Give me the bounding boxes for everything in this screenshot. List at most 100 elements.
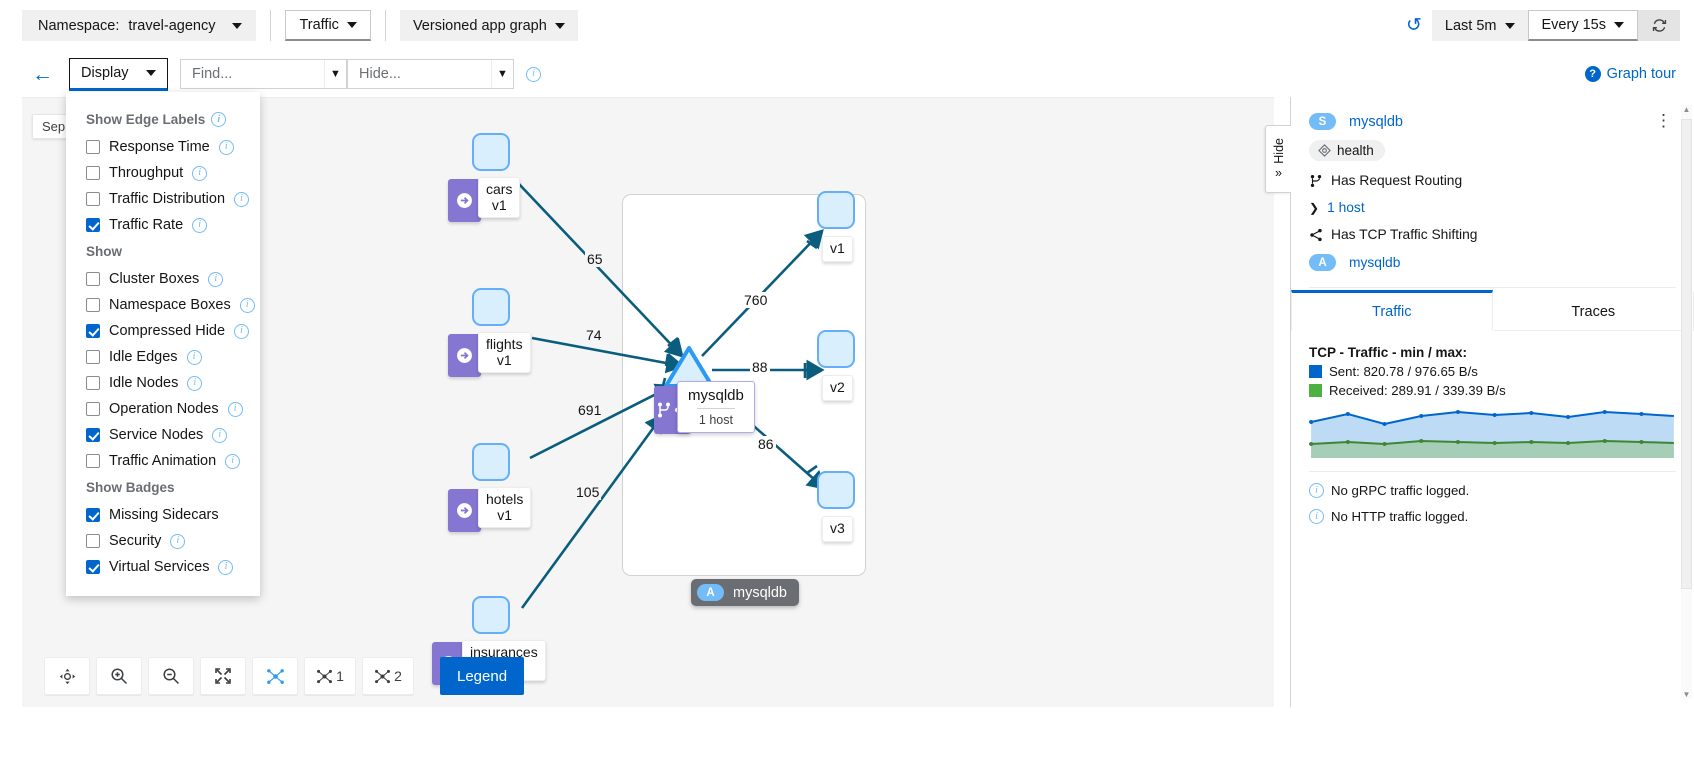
node-box-cars[interactable]: [472, 133, 510, 171]
menu-item-service-nodes[interactable]: Service Nodes i: [66, 422, 260, 448]
graph-layout-default-icon[interactable]: [252, 657, 298, 695]
menu-item-idle-nodes[interactable]: Idle Nodes i: [66, 370, 260, 396]
back-arrow-icon[interactable]: ←: [32, 62, 53, 86]
tab-traces[interactable]: Traces: [1492, 290, 1694, 331]
info-icon[interactable]: i: [186, 349, 202, 365]
info-icon[interactable]: i: [218, 559, 234, 575]
node-label-v2[interactable]: v2: [822, 375, 853, 401]
kebab-menu-icon[interactable]: ⋮: [1655, 111, 1672, 130]
checkbox[interactable]: [86, 350, 100, 364]
info-icon[interactable]: i: [225, 453, 241, 469]
menu-item-compressed-hide[interactable]: Compressed Hide i: [66, 318, 260, 344]
history-icon[interactable]: ↺: [1406, 15, 1422, 36]
checkbox[interactable]: [86, 508, 100, 522]
chevron-down-icon[interactable]: ▼: [491, 60, 513, 88]
checkbox[interactable]: [86, 324, 100, 338]
info-icon[interactable]: i: [212, 427, 228, 443]
panel-row-hosts[interactable]: ❯ 1 host: [1309, 200, 1676, 215]
info-icon[interactable]: i: [192, 217, 208, 233]
selected-node-badge[interactable]: A mysqldb: [691, 579, 799, 606]
legend-button[interactable]: Legend: [440, 657, 525, 695]
node-box-flights[interactable]: [472, 288, 510, 326]
info-icon[interactable]: i: [192, 165, 208, 181]
node-box-insurances[interactable]: [472, 596, 510, 634]
graph-layout-1-icon[interactable]: 1: [304, 657, 356, 695]
zoom-out-icon[interactable]: [148, 657, 194, 695]
info-icon[interactable]: i: [218, 139, 234, 155]
chevron-down-icon[interactable]: ▼: [324, 60, 346, 88]
zoom-in-icon[interactable]: [96, 657, 142, 695]
refresh-button[interactable]: [1638, 10, 1680, 41]
info-icon[interactable]: i: [187, 375, 203, 391]
info-icon[interactable]: i: [239, 297, 255, 313]
node-label-flights[interactable]: flights v1: [478, 332, 531, 374]
menu-item-response-time[interactable]: Response Time i: [66, 134, 260, 160]
menu-item-missing-sidecars[interactable]: Missing Sidecars: [66, 502, 260, 528]
tab-traffic[interactable]: Traffic: [1291, 290, 1493, 331]
node-label-hotels[interactable]: hotels v1: [478, 487, 532, 529]
checkbox[interactable]: [86, 218, 100, 232]
menu-item-idle-edges[interactable]: Idle Edges i: [66, 344, 260, 370]
panel-row-label[interactable]: 1 host: [1327, 200, 1365, 215]
checkbox[interactable]: [86, 298, 100, 312]
info-icon[interactable]: i: [211, 112, 227, 127]
menu-item-traffic-distribution[interactable]: Traffic Distribution i: [66, 186, 260, 212]
menu-item-namespace-boxes[interactable]: Namespace Boxes i: [66, 292, 260, 318]
node-label-v3[interactable]: v3: [822, 516, 853, 542]
hide-panel-toggle[interactable]: Hide »: [1265, 125, 1291, 193]
health-badge[interactable]: health: [1309, 140, 1385, 161]
metric-selector[interactable]: Traffic: [285, 10, 371, 41]
hide-input[interactable]: Hide... ▼: [347, 59, 514, 89]
info-icon[interactable]: i: [208, 271, 224, 287]
panel-title[interactable]: mysqldb: [1349, 113, 1403, 130]
namespace-selector[interactable]: Namespace: travel-agency: [22, 10, 257, 41]
graph-canvas[interactable]: Sep 9: [22, 97, 1274, 707]
checkbox[interactable]: [86, 402, 100, 416]
refresh-interval-selector[interactable]: Every 15s: [1527, 10, 1638, 41]
service-node-label[interactable]: mysqldb 1 host: [677, 381, 755, 433]
graph-layout-2-icon[interactable]: 2: [362, 657, 414, 695]
menu-item-traffic-rate[interactable]: Traffic Rate i: [66, 212, 260, 238]
node-box-v3[interactable]: [817, 471, 855, 509]
info-icon[interactable]: i: [234, 191, 250, 207]
checkbox[interactable]: [86, 192, 100, 206]
display-button[interactable]: Display: [69, 57, 168, 91]
graph-tour-link[interactable]: ? Graph tour: [1584, 66, 1676, 82]
checkbox[interactable]: [86, 166, 100, 180]
graph-type-selector[interactable]: Versioned app graph: [399, 10, 578, 41]
info-icon[interactable]: i: [526, 66, 541, 82]
menu-item-cluster-boxes[interactable]: Cluster Boxes i: [66, 266, 260, 292]
menu-item-throughput[interactable]: Throughput i: [66, 160, 260, 186]
checkbox[interactable]: [86, 454, 100, 468]
scroll-up-arrow-icon[interactable]: ▲: [1682, 105, 1691, 114]
node-box-v2[interactable]: [817, 330, 855, 368]
virtual-service-icon[interactable]: [448, 334, 481, 377]
checkbox[interactable]: [86, 560, 100, 574]
scroll-down-arrow-icon[interactable]: ▼: [1682, 690, 1691, 699]
menu-item-traffic-animation[interactable]: Traffic Animation i: [66, 448, 260, 474]
menu-item-operation-nodes[interactable]: Operation Nodes i: [66, 396, 260, 422]
checkbox[interactable]: [86, 140, 100, 154]
checkbox[interactable]: [86, 376, 100, 390]
scrollbar-thumb[interactable]: [1681, 119, 1692, 589]
checkbox[interactable]: [86, 272, 100, 286]
find-input[interactable]: Find... ▼: [180, 59, 347, 89]
info-icon[interactable]: i: [170, 533, 186, 549]
node-label-cars[interactable]: cars v1: [478, 177, 521, 219]
virtual-service-icon[interactable]: [448, 489, 481, 532]
info-icon[interactable]: i: [234, 323, 250, 339]
info-icon[interactable]: i: [227, 401, 243, 417]
drag-pan-icon[interactable]: [44, 657, 90, 695]
app-name-link[interactable]: mysqldb: [1349, 255, 1401, 270]
panel-row-app[interactable]: A mysqldb: [1309, 254, 1676, 271]
chevron-right-icon[interactable]: ❯: [1309, 200, 1320, 215]
menu-item-virtual-services[interactable]: Virtual Services i: [66, 554, 260, 580]
virtual-service-icon[interactable]: [448, 179, 481, 222]
node-label-v1[interactable]: v1: [822, 236, 853, 262]
menu-item-security[interactable]: Security i: [66, 528, 260, 554]
checkbox[interactable]: [86, 428, 100, 442]
node-box-v1[interactable]: [817, 191, 855, 229]
node-box-hotels[interactable]: [472, 443, 510, 481]
panel-scrollbar[interactable]: ▲ ▼: [1681, 105, 1692, 699]
time-range-selector[interactable]: Last 5m: [1431, 10, 1528, 41]
